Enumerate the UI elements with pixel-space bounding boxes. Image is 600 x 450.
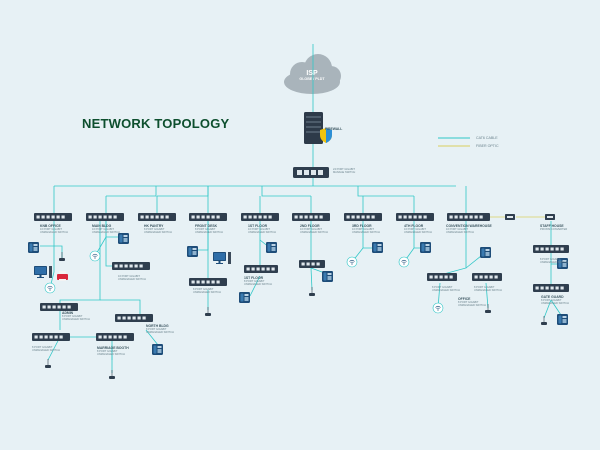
subnode-staff-switch-label: 8 PORT GIGABIT UNMANAGED SWITCH bbox=[540, 258, 568, 265]
cctv-camera-icon bbox=[59, 252, 65, 261]
printer-icon bbox=[57, 271, 68, 281]
1st-floor-sub-switch-icon bbox=[244, 265, 278, 273]
cable-line bbox=[310, 267, 313, 291]
core-switch-label: 24 PORT GIGABIT MANAGE SWITCH bbox=[333, 168, 356, 175]
node-knb-office: KNB OFFICE 16 PORT GIGABIT UNMANAGED SWI… bbox=[40, 224, 68, 235]
node-staff-house: STAFF HOUSE PROXIM CONVERTER bbox=[540, 224, 568, 231]
cctv-camera-icon bbox=[45, 359, 51, 368]
firewall-label: FIREWALL bbox=[325, 127, 343, 131]
node-1st-floor: 1ST FLOOR 16 PORT GIGABIT UNMANAGED SWIT… bbox=[248, 224, 276, 235]
floor-feed bbox=[261, 186, 311, 197]
cable-line bbox=[249, 275, 261, 297]
ip-phone-icon bbox=[187, 246, 198, 257]
knb-office-switch-icon bbox=[34, 213, 72, 221]
main-sub-switch-icon bbox=[112, 262, 150, 270]
cable-line bbox=[49, 246, 55, 289]
convention-right-switch-icon bbox=[472, 273, 502, 281]
2nd-floor-switch-icon bbox=[292, 213, 330, 221]
front-desk-sub-switch-icon bbox=[189, 278, 227, 286]
node-convention-warehouse: CONVENTION WAREHOUSE 16 PORT GIGABIT UNM… bbox=[446, 224, 492, 235]
isp-provider: GLOBE / PLDT bbox=[299, 77, 325, 81]
node-hk-pantry: HK PANTRY 8 PORT GIGABIT UNMANAGED SWITC… bbox=[144, 224, 172, 235]
convention-warehouse-switch-icon bbox=[447, 213, 490, 221]
legend-fiber-label: FIBER OPTIC bbox=[476, 144, 499, 148]
cable-line bbox=[485, 282, 489, 309]
desktop-pc-icon bbox=[34, 266, 52, 278]
cable-line bbox=[54, 245, 63, 258]
cctv-camera-icon bbox=[109, 370, 115, 379]
node-2nd-floor: 2ND FLOOR 16 PORT GIGABIT UNMANAGED SWIT… bbox=[300, 224, 328, 235]
core-switch-icon bbox=[293, 167, 329, 178]
wifi-access-point-icon bbox=[346, 256, 358, 268]
main-bldg-feed bbox=[106, 186, 157, 197]
subnode-left-low: 8 PORT GIGABIT UNMANAGED SWITCH bbox=[32, 346, 60, 353]
floor-feed-2 bbox=[357, 186, 414, 197]
fiber-converter-right-icon bbox=[545, 214, 555, 220]
subnode-office: OFFICE 8 PORT GIGABIT UNMANAGED SWITCH bbox=[458, 297, 486, 308]
wifi-access-point-icon bbox=[398, 256, 410, 268]
firewall-server-icon bbox=[304, 112, 332, 144]
cctv-camera-icon bbox=[309, 287, 315, 296]
wifi-access-point-icon bbox=[89, 250, 101, 262]
2nd-floor-sub-switch-icon bbox=[299, 260, 325, 268]
cable-line bbox=[59, 221, 101, 330]
node-3rd-floor: 3RD FLOOR 16 PORT GIGABIT UNMANAGED SWIT… bbox=[352, 224, 380, 235]
subnode-front-switch-label: 8 PORT GIGABIT UNMANAGED SWITCH bbox=[193, 288, 221, 295]
ip-phone-icon bbox=[322, 271, 333, 282]
ip-phone-icon bbox=[420, 242, 431, 253]
convention-left-switch-icon bbox=[427, 273, 457, 281]
wifi-access-point-icon bbox=[432, 302, 444, 314]
left-low-switch-icon bbox=[32, 333, 70, 341]
front-desk-switch-icon bbox=[189, 213, 227, 221]
subnode-marriage-booth: MARRIAGE BOOTH 8 PORT GIGABIT UNMANAGED … bbox=[97, 346, 129, 357]
subnode-main-switch-label: 16 PORT GIGABIT UNMANAGED SWITCH bbox=[118, 275, 146, 282]
ip-phone-icon bbox=[480, 247, 491, 258]
wifi-access-point-icon bbox=[44, 282, 56, 294]
isp-cloud-icon bbox=[284, 54, 341, 94]
legend-cat6-label: CAT6 CABLE bbox=[476, 136, 498, 140]
main-bldg-switch-icon bbox=[86, 213, 124, 221]
ip-phone-icon bbox=[372, 242, 383, 253]
gate-guard-switch-icon bbox=[533, 284, 569, 292]
ip-phone-icon bbox=[266, 242, 277, 253]
cctv-camera-icon bbox=[205, 307, 211, 316]
subnode-conv-left: 8 PORT GIGABIT UNMANAGED SWITCH bbox=[432, 286, 460, 293]
ip-phone-icon bbox=[152, 344, 163, 355]
ip-phone-icon bbox=[118, 233, 129, 244]
ip-phone-icon bbox=[557, 314, 568, 325]
hk-pantry-feed bbox=[157, 186, 209, 197]
ip-phone-icon bbox=[557, 258, 568, 269]
cctv-camera-icon bbox=[541, 316, 547, 325]
cable-line bbox=[100, 299, 141, 318]
ip-phone-icon bbox=[239, 292, 250, 303]
north-bldg-switch-icon bbox=[115, 314, 153, 322]
hk-pantry-switch-icon bbox=[138, 213, 176, 221]
node-4th-floor: 4TH FLOOR 16 PORT GIGABIT UNMANAGED SWIT… bbox=[404, 224, 432, 235]
admin-switch-icon bbox=[40, 303, 78, 311]
fiber-converter-left-icon bbox=[505, 214, 515, 220]
subnode-gate-guard: GATE GUARD 8 PORT GIGABIT UNMANAGED SWIT… bbox=[541, 295, 569, 306]
subnode-conv-right: 8 PORT GIGABIT UNMANAGED SWITCH bbox=[474, 286, 502, 293]
3rd-floor-switch-icon bbox=[344, 213, 382, 221]
isp-label: ISP GLOBE / PLDT bbox=[290, 70, 334, 81]
subnode-north-bldg: NORTH BLDG 8 PORT GIGABIT UNMANAGED SWIT… bbox=[146, 324, 174, 335]
4th-floor-switch-icon bbox=[396, 213, 434, 221]
cctv-camera-icon bbox=[485, 304, 491, 313]
node-main-bldg: MAIN BLDG 16 PORT GIGABIT UNMANAGED SWIT… bbox=[92, 224, 120, 235]
subnode-1st-floor: 1ST FLOOR 8 PORT GIGABIT UNMANAGED SWITC… bbox=[244, 276, 272, 287]
marriage-booth-switch-icon bbox=[96, 333, 134, 341]
staff-house-switch-icon bbox=[533, 245, 569, 253]
page-title: NETWORK TOPOLOGY bbox=[82, 116, 230, 131]
cable-line bbox=[145, 329, 159, 346]
subnode-admin: ADMIN 8 PORT GIGABIT UNMANAGED SWITCH bbox=[62, 311, 90, 322]
ip-phone-icon bbox=[28, 242, 39, 253]
node-front-desk: FRONT DESK 8 PORT GIGABIT UNMANAGED SWIT… bbox=[195, 224, 223, 235]
1st-floor-switch-icon bbox=[241, 213, 279, 221]
desktop-pc-icon bbox=[213, 252, 231, 264]
cable-line bbox=[543, 299, 552, 319]
isp-name: ISP bbox=[306, 70, 318, 77]
